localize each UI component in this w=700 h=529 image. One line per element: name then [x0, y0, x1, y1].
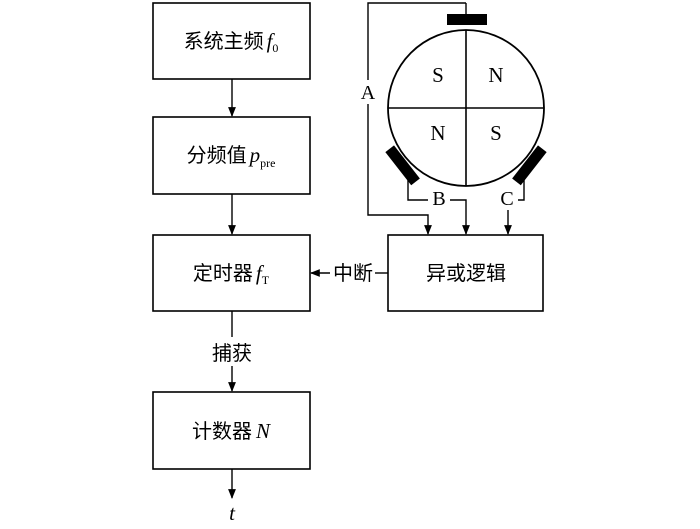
sensor-a-label: A: [361, 82, 376, 104]
pole-top-left: S: [432, 63, 444, 87]
prescaler-sub: pre: [260, 156, 275, 170]
xor-logic-label: 异或逻辑: [426, 261, 506, 285]
prescaler-var: p: [248, 143, 261, 167]
hall-sensor-b: [385, 145, 420, 186]
capture-label: 捕获: [212, 341, 252, 365]
pole-bottom-left: N: [430, 121, 445, 145]
counter-var: N: [255, 419, 271, 443]
sensor-b-label: B: [432, 188, 445, 210]
output-t-label: t: [229, 501, 236, 524]
counter-label: 计数器: [192, 419, 252, 443]
interrupt-label: 中断: [333, 261, 373, 285]
system-clock-sub: 0: [272, 41, 278, 55]
xor-logic-block: 异或逻辑: [387, 234, 544, 312]
timer-var: f: [256, 261, 265, 285]
wire-sensor-a: [367, 2, 447, 235]
hall-sensor-c: [512, 145, 547, 186]
sensor-c-label: C: [500, 188, 513, 210]
prescaler-label: 分频值: [187, 143, 247, 167]
timer-label: 定时器: [193, 261, 253, 285]
label-c-bg: [496, 186, 518, 210]
pole-top-right: N: [488, 63, 503, 87]
pole-bottom-right: S: [490, 121, 502, 145]
system-clock-label: 系统主频: [184, 29, 264, 53]
hall-sensor-a: [447, 14, 487, 25]
label-b-bg: [428, 186, 450, 210]
system-clock-var: f: [267, 29, 276, 53]
magnet-disk: S N N S: [387, 29, 545, 187]
label-a-bg: [356, 80, 380, 104]
timer-sub: T: [262, 273, 270, 287]
